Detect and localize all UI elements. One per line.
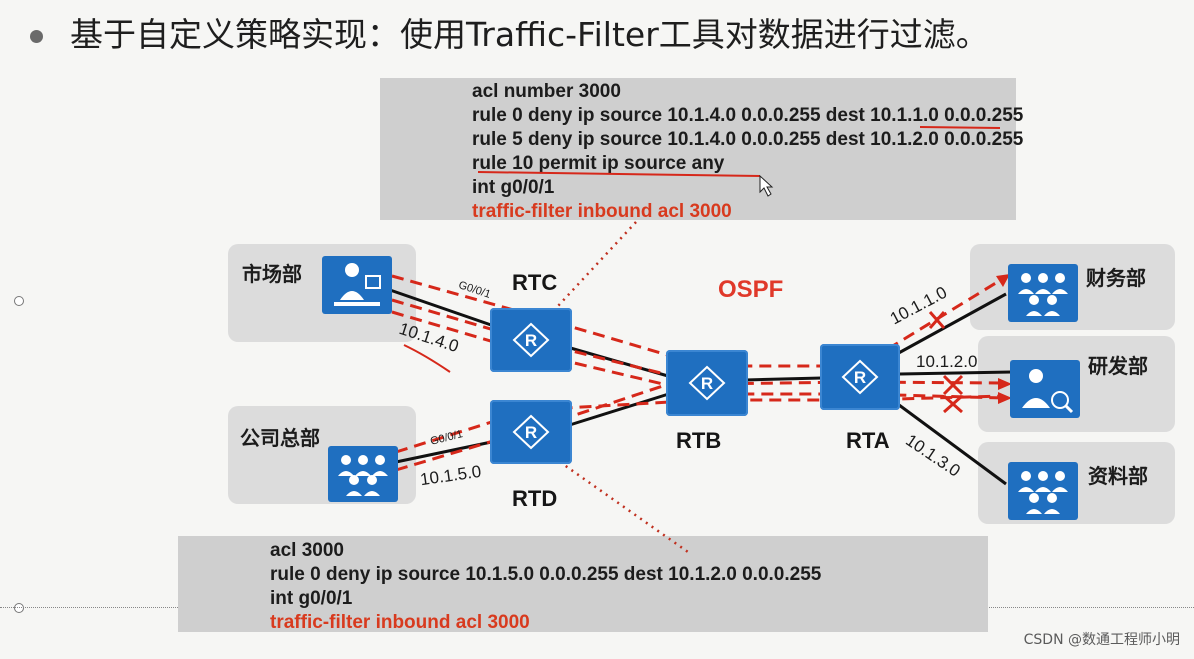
acl-top-line-1: rule 0 deny ip source 10.1.4.0 0.0.0.255… [472,105,1024,126]
link-rta-finance [894,292,1007,357]
router-rta[interactable]: R [820,344,900,410]
slide-handle-left-mid[interactable] [14,296,24,306]
slide-handle-left-bottom[interactable] [14,603,24,613]
finance-users-icon [1008,264,1078,322]
block-x-rnd2-b [943,394,963,414]
router-icon: R [512,414,550,450]
acl-bottom-box: acl 3000 rule 0 deny ip source 10.1.5.0 … [178,536,988,633]
label-rtb: RTB [676,428,722,453]
acl-top-line-4: int g0/0/1 [472,177,555,198]
link-rta-rnd [899,370,1013,376]
data-users-icon [1008,462,1078,520]
underline-dest1 [919,126,1001,129]
label-rnd: 研发部 [1088,354,1148,378]
svg-text:R: R [854,368,866,387]
router-icon: R [512,322,550,358]
router-rtc[interactable]: R [490,308,572,372]
label-rtd: RTD [512,486,558,511]
acl-bottom-line-3: traffic-filter inbound acl 3000 [270,612,530,633]
acl-top-line-2: rule 5 deny ip source 10.1.4.0 0.0.0.255… [472,129,1024,150]
slide-title: 基于自定义策略实现：使用Traffic-Filter工具对数据进行过滤。 [70,15,989,54]
svg-text:R: R [701,374,713,393]
block-x-rnd-b [942,374,964,396]
watermark: CSDN @数通工程师小明 [1023,632,1180,648]
rnd-user-icon [1010,360,1080,418]
acl-bottom-line-0: acl 3000 [270,540,344,561]
arrow-finance [996,274,1010,287]
svg-text:R: R [525,331,537,350]
acl-top-line-0: acl number 3000 [472,81,621,102]
arrow-rnd-2 [998,392,1012,404]
label-hq: 公司总部 [240,426,320,450]
link-rtb-rta [744,376,823,382]
underline-market-net [403,344,451,373]
pointer-acl-top [557,221,637,307]
label-market: 市场部 [242,262,302,286]
pointer-acl-bottom [559,460,689,554]
market-user-icon [322,256,392,314]
net-rnd: 10.1.2.0 [916,352,978,371]
router-rtd[interactable]: R [490,400,572,464]
label-finance: 财务部 [1086,266,1146,290]
svg-text:R: R [525,423,537,442]
acl-bottom-line-2: int g0/0/1 [270,588,353,609]
label-rta: RTA [846,428,890,453]
router-icon: R [841,359,879,395]
acl-top-line-3: rule 10 permit ip source any [472,153,725,174]
arrow-rnd [998,378,1012,390]
underline-rule10 [477,171,761,177]
label-data: 资料部 [1088,464,1148,488]
hq-users-icon [328,446,398,502]
label-rtc: RTC [512,270,558,295]
link-rtd-rtb [559,390,676,430]
protocol-label: OSPF [718,276,784,303]
acl-top-line-5: traffic-filter inbound acl 3000 [472,201,732,222]
block-x-finance-b [928,311,946,329]
mouse-cursor [759,174,774,197]
router-icon: R [688,365,726,401]
title-bullet [30,30,43,43]
router-rtb[interactable]: R [666,350,748,416]
acl-top-box: acl number 3000 rule 0 deny ip source 10… [380,78,1023,222]
link-rta-data [894,400,1007,486]
acl-bottom-line-1: rule 0 deny ip source 10.1.5.0 0.0.0.255… [270,564,822,585]
